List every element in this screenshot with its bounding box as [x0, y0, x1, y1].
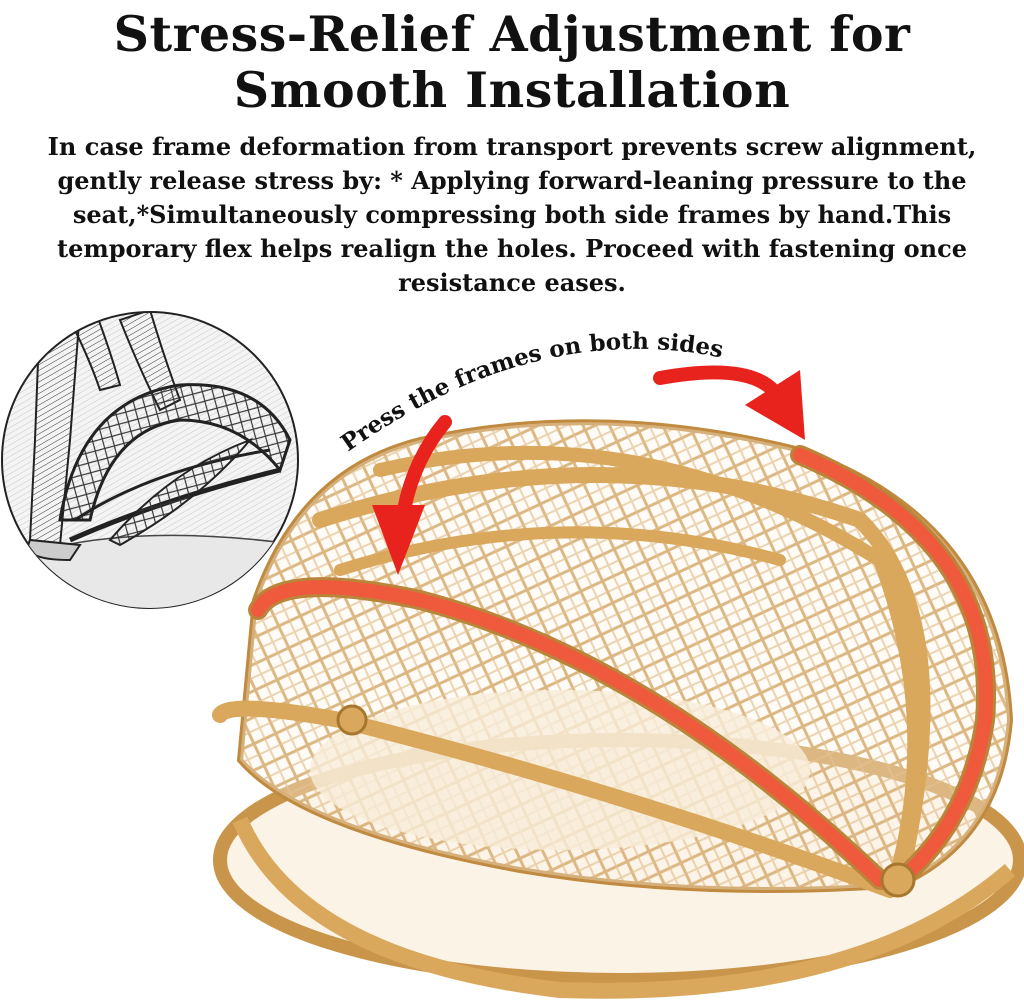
rattan-chair-illustration [212, 419, 1024, 999]
instructions-paragraph: In case frame deformation from transport… [47, 132, 977, 297]
page-title: Stress-Relief Adjustment for Smooth Inst… [0, 6, 1024, 118]
title-line-1: Stress-Relief Adjustment for [113, 5, 911, 63]
sketch-chair-frame [58, 383, 292, 522]
highlighted-right-frame [793, 448, 993, 887]
title-line-2: Smooth Installation [233, 61, 791, 119]
inset-sketch [1, 311, 299, 609]
left-arrow [372, 415, 452, 575]
highlighted-left-frame [251, 580, 887, 887]
right-arrow [653, 365, 805, 440]
front-rim [212, 700, 898, 898]
